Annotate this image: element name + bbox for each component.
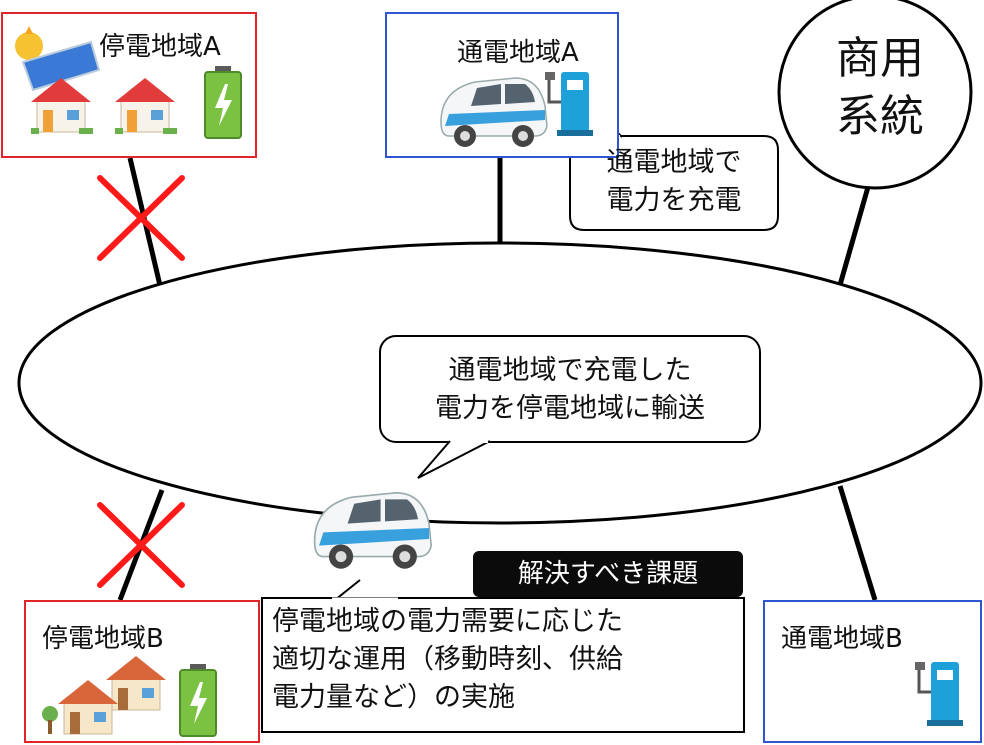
commercial-grid-label: 商用 系統 bbox=[790, 30, 970, 146]
cross-icon bbox=[97, 175, 185, 261]
callout-transport-line2: 電力を停電地域に輸送 bbox=[435, 393, 705, 424]
powered-area-b-title: 通電地域B bbox=[781, 624, 903, 654]
outage-area-b-box: 停電地域B bbox=[24, 600, 260, 743]
tree-icon bbox=[42, 706, 58, 734]
task-box bbox=[261, 597, 745, 733]
commercial-grid-circle bbox=[777, 0, 973, 190]
callout-transport-line1: 通電地域で充電した bbox=[448, 355, 692, 386]
solar-panel-icon bbox=[15, 26, 101, 92]
cross-icon bbox=[97, 502, 185, 588]
house-icon bbox=[57, 679, 119, 735]
callout-charge-text: 通電地域で 電力を充電 bbox=[576, 144, 772, 220]
powered-area-a-box: 通電地域A bbox=[385, 12, 619, 158]
battery-icon bbox=[204, 65, 242, 139]
callout-transport-text: 通電地域で充電した 電力を停電地域に輸送 bbox=[384, 352, 756, 428]
connection-line-powered-b bbox=[837, 485, 878, 601]
task-text-line3: 電力量など）の実施 bbox=[272, 682, 515, 713]
powered-area-a-title: 通電地域A bbox=[457, 38, 579, 68]
outage-area-a-box: 停電地域A bbox=[1, 12, 257, 158]
outage-area-a-title: 停電地域A bbox=[99, 32, 221, 62]
task-text-line2: 適切な運用（移動時刻、供給 bbox=[272, 644, 623, 675]
connection-line-grid bbox=[835, 179, 873, 293]
callout-charge-line2: 電力を充電 bbox=[606, 185, 742, 216]
commercial-grid-line2: 系統 bbox=[836, 91, 924, 142]
charging-station-icon bbox=[543, 70, 595, 138]
outage-area-b-title: 停電地域B bbox=[42, 624, 164, 654]
ev-car-icon bbox=[440, 77, 548, 148]
battery-icon bbox=[179, 663, 217, 737]
task-text: 停電地域の電力需要に応じた 適切な運用（移動時刻、供給 電力量など）の実施 bbox=[272, 603, 623, 717]
powered-area-b-box: 通電地域B bbox=[763, 600, 982, 743]
callout-transport-bubble bbox=[379, 335, 761, 443]
task-label: 解決すべき課題 bbox=[473, 551, 743, 597]
task-text-line1: 停電地域の電力需要に応じた bbox=[272, 606, 623, 637]
commercial-grid-line1: 商用 bbox=[836, 33, 924, 84]
callout-charge-line1: 通電地域で bbox=[606, 147, 742, 178]
house-icon bbox=[114, 77, 178, 135]
charging-station-icon bbox=[913, 660, 965, 728]
